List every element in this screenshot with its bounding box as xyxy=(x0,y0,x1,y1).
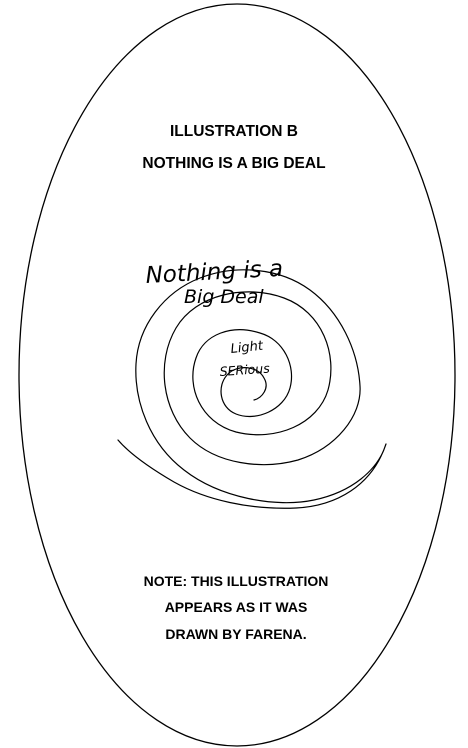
inner-caption-line1: Light xyxy=(230,339,265,357)
note-line-1: NOTE: THIS ILLUSTRATION xyxy=(144,573,329,589)
note-line-3: DRAWN BY FARENA. xyxy=(165,626,306,642)
outer-caption-line1: Nothing is a xyxy=(145,256,284,289)
outer-caption-line2: Big Deal xyxy=(184,286,264,308)
illustration-subtitle: NOTHING IS A BIG DEAL xyxy=(142,155,325,172)
illustration-title: ILLUSTRATION B xyxy=(170,123,298,140)
note-line-2: APPEARS AS IT WAS xyxy=(165,599,308,615)
